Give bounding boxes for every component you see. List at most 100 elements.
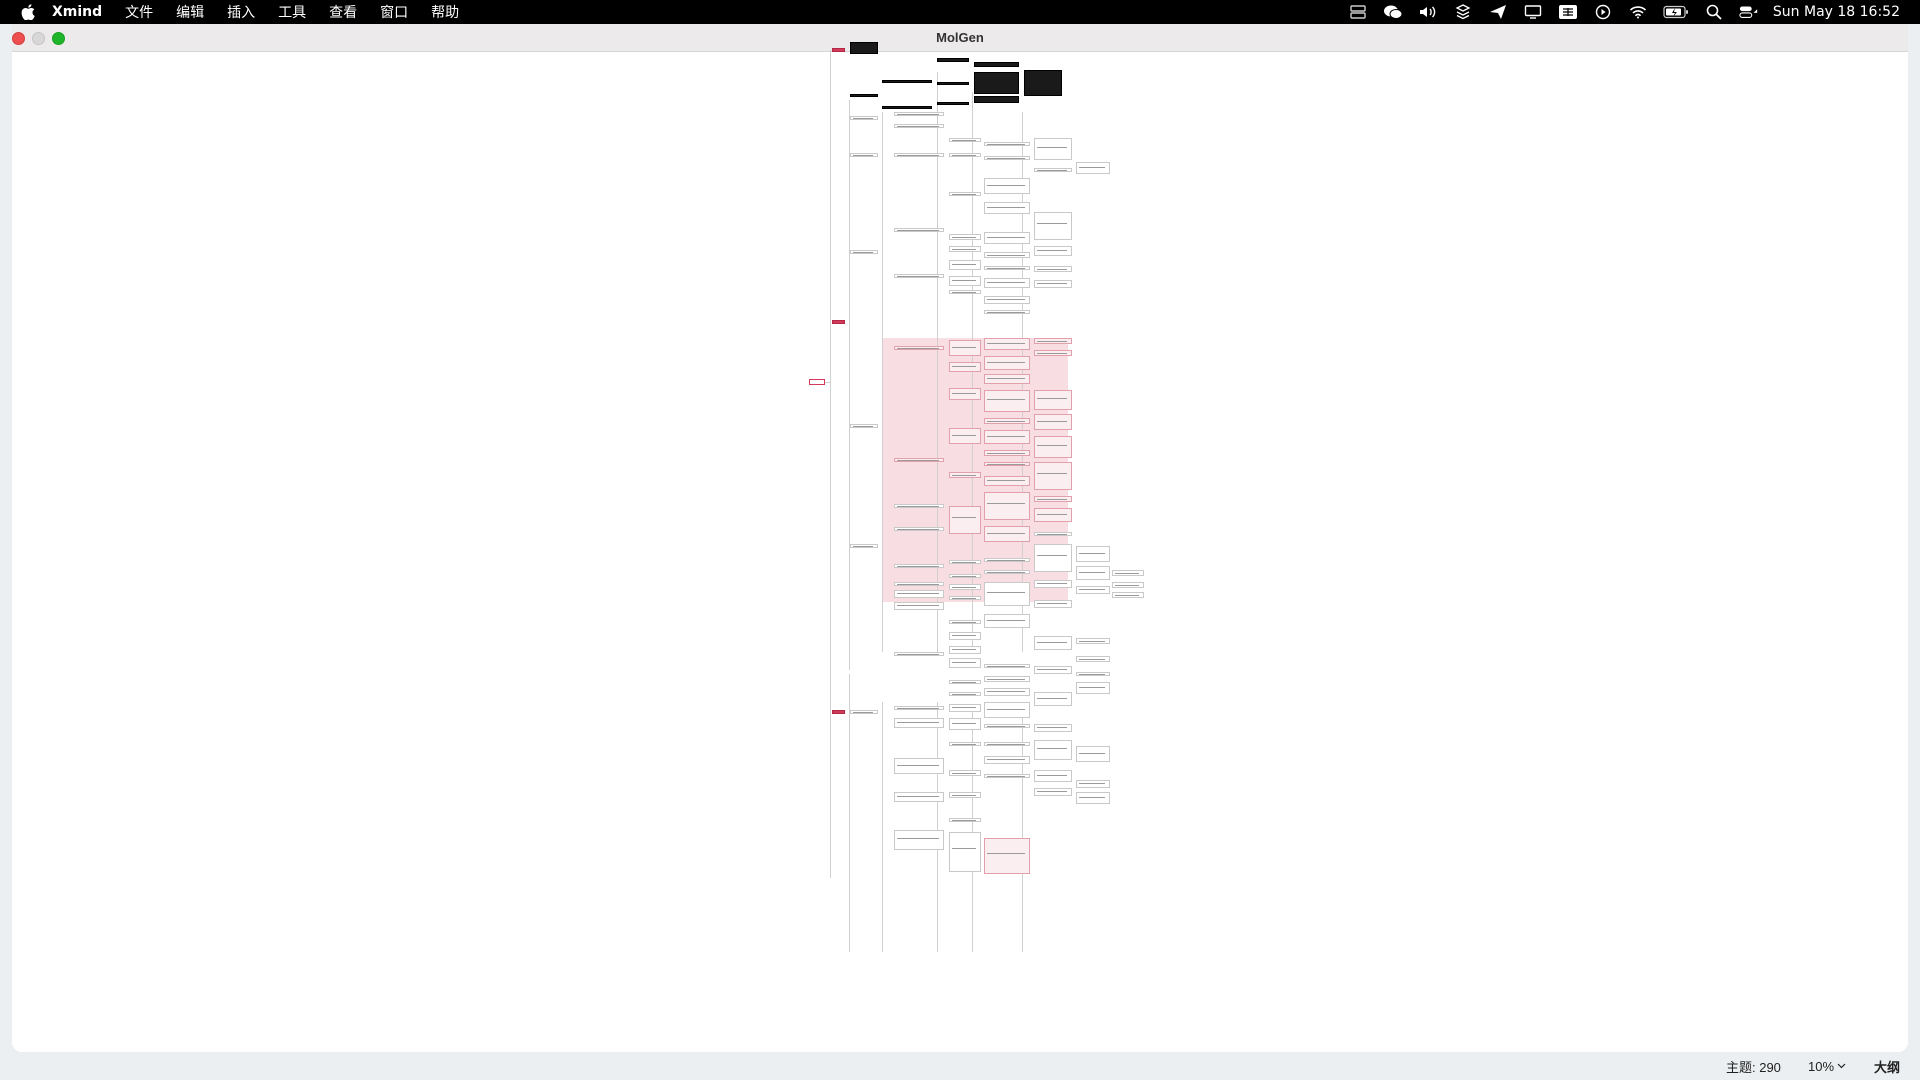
subtopic[interactable]: [1034, 338, 1072, 344]
subtopic[interactable]: [984, 462, 1030, 466]
subtopic[interactable]: [984, 526, 1030, 542]
subtopic[interactable]: [984, 418, 1030, 424]
subtopic[interactable]: [949, 428, 981, 444]
subtopic[interactable]: [894, 124, 944, 128]
subtopic[interactable]: [1034, 462, 1072, 490]
subtopic[interactable]: [1034, 138, 1072, 160]
subtopic[interactable]: [949, 832, 981, 872]
subtopic[interactable]: [949, 138, 981, 142]
window-close-button[interactable]: [12, 32, 25, 45]
subtopic[interactable]: [949, 472, 981, 478]
subtopic[interactable]: [949, 192, 981, 196]
subtopic[interactable]: [1034, 636, 1072, 650]
subtopic[interactable]: [850, 153, 878, 157]
subtopic[interactable]: [1034, 532, 1072, 536]
subtopic[interactable]: [984, 724, 1030, 728]
subtopic[interactable]: [1034, 666, 1072, 674]
subtopic[interactable]: [949, 646, 981, 654]
play-icon[interactable]: [1593, 3, 1613, 21]
subtopic[interactable]: [1076, 656, 1110, 662]
subtopic[interactable]: [894, 718, 944, 728]
subtopic[interactable]: [894, 602, 944, 610]
subtopic-dark[interactable]: [937, 82, 969, 85]
wifi-icon[interactable]: [1628, 3, 1648, 21]
menu-window[interactable]: 窗口: [380, 5, 409, 21]
subtopic[interactable]: [1034, 508, 1072, 522]
main-topic[interactable]: [832, 48, 845, 52]
subtopic[interactable]: [1034, 436, 1072, 458]
menu-insert[interactable]: 插入: [227, 5, 256, 21]
subtopic[interactable]: [1076, 638, 1110, 644]
search-icon[interactable]: [1704, 3, 1724, 21]
subtopic[interactable]: [984, 676, 1030, 682]
subtopic-dark[interactable]: [882, 106, 932, 109]
subtopic[interactable]: [984, 742, 1030, 746]
subtopic[interactable]: [1034, 246, 1072, 256]
code-block-node[interactable]: [974, 72, 1019, 94]
main-topic[interactable]: [832, 710, 845, 714]
subtopic[interactable]: [894, 458, 944, 462]
subtopic[interactable]: [949, 388, 981, 400]
subtopic[interactable]: [984, 390, 1030, 412]
input-method-icon[interactable]: [1558, 3, 1578, 21]
subtopic[interactable]: [984, 476, 1030, 486]
subtopic[interactable]: [894, 758, 944, 774]
menu-view[interactable]: 查看: [329, 5, 358, 21]
menu-tools[interactable]: 工具: [278, 5, 307, 21]
menu-bar-clock[interactable]: Sun May 18 16:52: [1772, 4, 1900, 20]
subtopic[interactable]: [1034, 600, 1072, 608]
subtopic[interactable]: [949, 340, 981, 356]
menu-file[interactable]: 文件: [125, 5, 154, 21]
subtopic[interactable]: [984, 664, 1030, 668]
menu-edit[interactable]: 编辑: [176, 5, 205, 21]
subtopic[interactable]: [949, 153, 981, 157]
subtopic[interactable]: [984, 492, 1030, 520]
menu-app-name[interactable]: Xmind: [52, 4, 103, 20]
subtopic[interactable]: [1034, 724, 1072, 732]
subtopic[interactable]: [984, 296, 1030, 304]
subtopic[interactable]: [984, 310, 1030, 314]
subtopic[interactable]: [1034, 544, 1072, 572]
subtopic[interactable]: [1034, 496, 1072, 502]
subtopic[interactable]: [949, 620, 981, 624]
window-zoom-button[interactable]: [52, 32, 65, 45]
subtopic[interactable]: [984, 614, 1030, 628]
outline-button[interactable]: 大纲: [1874, 1056, 1900, 1076]
subtopic[interactable]: [984, 266, 1030, 270]
subtopic[interactable]: [984, 702, 1030, 718]
subtopic[interactable]: [894, 153, 944, 157]
subtopic[interactable]: [984, 252, 1030, 258]
subtopic[interactable]: [984, 774, 1030, 778]
subtopic[interactable]: [949, 680, 981, 684]
mind-map-canvas[interactable]: [12, 42, 1908, 1052]
send-icon[interactable]: [1488, 3, 1508, 21]
subtopic[interactable]: [984, 756, 1030, 764]
subtopic[interactable]: [850, 710, 878, 714]
subtopic[interactable]: [949, 770, 981, 776]
subtopic[interactable]: [949, 234, 981, 240]
subtopic[interactable]: [984, 356, 1030, 370]
central-topic[interactable]: [809, 379, 825, 385]
subtopic[interactable]: [984, 430, 1030, 444]
subtopic[interactable]: [1034, 280, 1072, 288]
subtopic[interactable]: [894, 582, 944, 586]
subtopic[interactable]: [984, 178, 1030, 194]
chevron-down-icon[interactable]: [1837, 1063, 1846, 1069]
subtopic[interactable]: [984, 450, 1030, 456]
subtopic[interactable]: [984, 688, 1030, 696]
subtopic[interactable]: [949, 362, 981, 372]
subtopic[interactable]: [1034, 350, 1072, 356]
subtopic[interactable]: [1076, 792, 1110, 804]
subtopic[interactable]: [1076, 672, 1110, 676]
subtopic[interactable]: [984, 558, 1030, 562]
subtopic[interactable]: [850, 250, 878, 254]
subtopic[interactable]: [894, 346, 944, 350]
subtopic[interactable]: [894, 564, 944, 568]
subtopic[interactable]: [949, 596, 981, 600]
subtopic[interactable]: [1034, 740, 1072, 760]
subtopic[interactable]: [949, 574, 981, 578]
subtopic[interactable]: [1112, 582, 1144, 588]
code-block-node[interactable]: [974, 62, 1019, 67]
subtopic[interactable]: [949, 246, 981, 252]
subtopic[interactable]: [894, 792, 944, 802]
